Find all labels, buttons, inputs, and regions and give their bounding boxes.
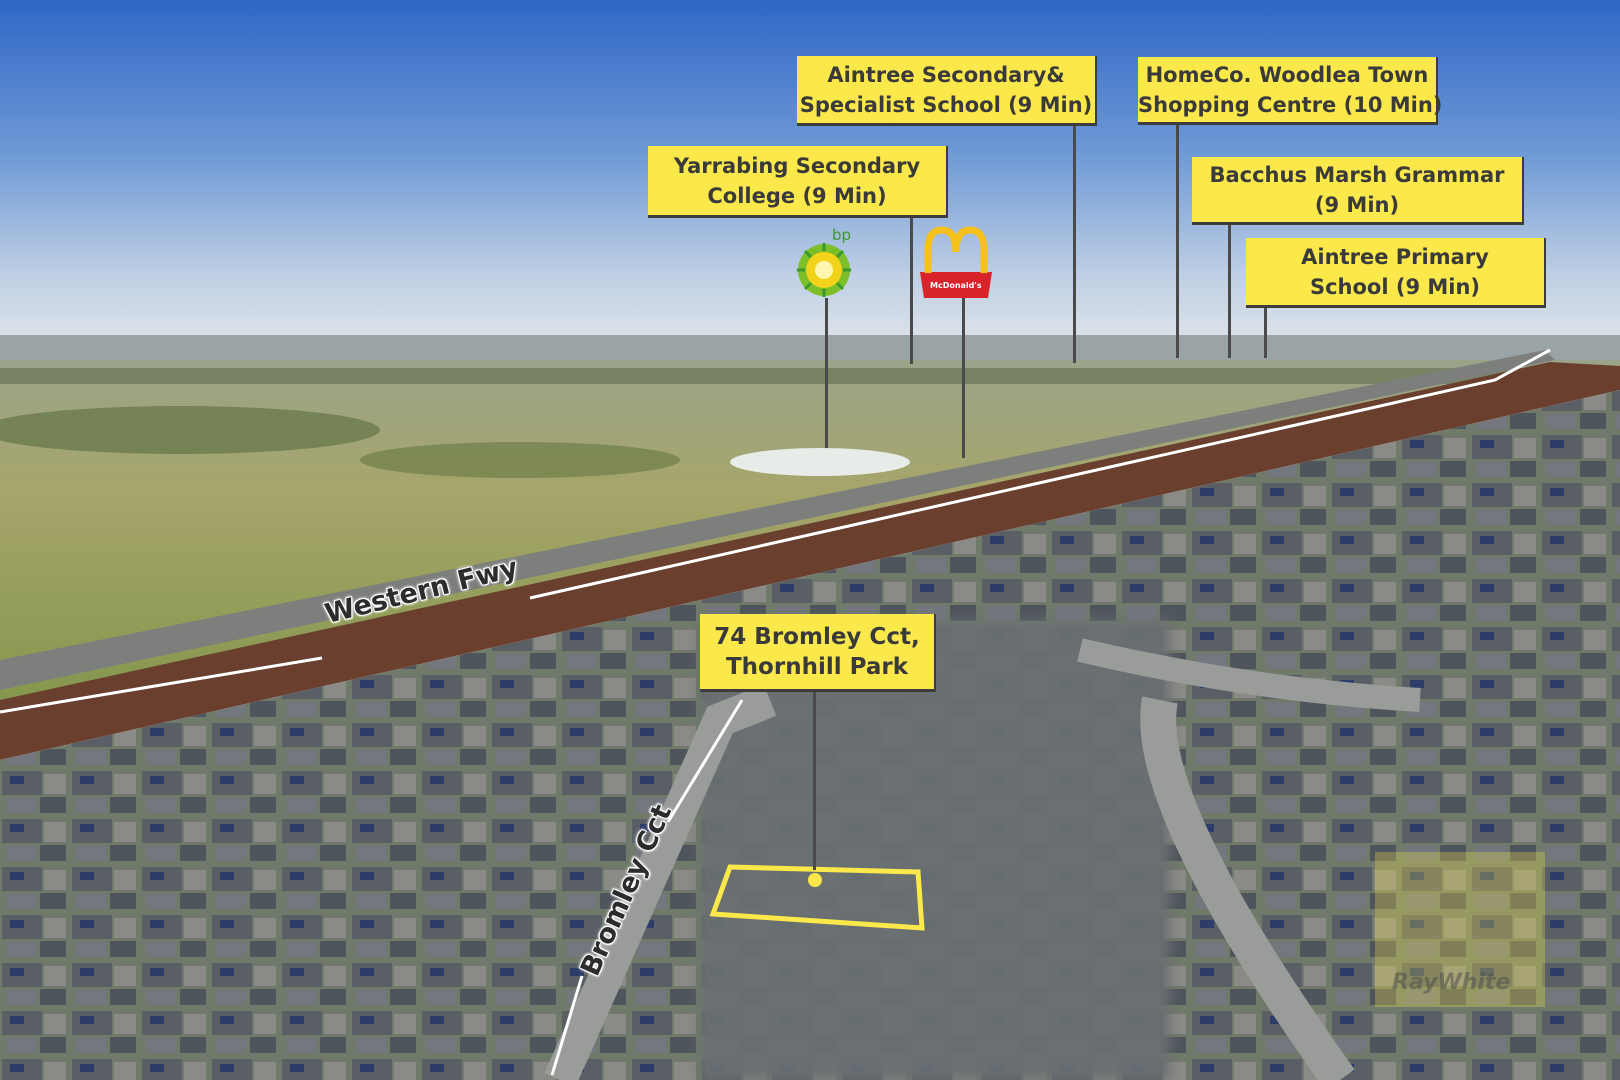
pin-aintree-primary bbox=[1264, 306, 1267, 358]
pin-bp bbox=[825, 298, 828, 448]
pin-homeco bbox=[1176, 125, 1179, 358]
callout-line: (9 Min) bbox=[1314, 192, 1400, 217]
callout-line: College (9 Min) bbox=[707, 183, 887, 208]
bp-logo-text: bp bbox=[832, 226, 852, 244]
mcdonalds-logo-text: McDonald's bbox=[930, 281, 982, 290]
callout-line: Bacchus Marsh Grammar bbox=[1209, 162, 1505, 187]
callout-line: HomeCo. Woodlea Town bbox=[1145, 62, 1429, 87]
pin-aintree-secondary bbox=[1073, 125, 1076, 363]
callout-line: School (9 Min) bbox=[1309, 274, 1481, 299]
callout-line: Aintree Secondary& bbox=[827, 62, 1065, 87]
property-marker bbox=[808, 873, 822, 887]
pin-yarrabing bbox=[910, 216, 913, 364]
callout-yarrabing: Yarrabing Secondary College (9 Min) bbox=[648, 146, 948, 218]
bp-logo bbox=[797, 243, 851, 297]
callout-line: Aintree Primary bbox=[1301, 244, 1489, 269]
callout-line: Shopping Centre (10 Min) bbox=[1138, 92, 1443, 117]
property-outline bbox=[709, 864, 925, 931]
raywhite-watermark-box bbox=[1375, 852, 1545, 1007]
mcdonalds-logo bbox=[920, 226, 992, 298]
callout-homeco: HomeCo. Woodlea Town Shopping Centre (10… bbox=[1138, 57, 1443, 125]
callout-property: 74 Bromley Cct, Thornhill Park bbox=[700, 614, 936, 692]
callout-aintree-primary: Aintree Primary School (9 Min) bbox=[1246, 238, 1546, 308]
pin-property bbox=[813, 690, 816, 870]
pin-mcdonalds bbox=[962, 298, 965, 458]
callout-line: Thornhill Park bbox=[725, 653, 908, 680]
callout-line: Specialist School (9 Min) bbox=[799, 92, 1093, 117]
pin-bacchus bbox=[1228, 225, 1231, 358]
raywhite-watermark: RayWhite bbox=[1392, 970, 1511, 995]
callout-bacchus: Bacchus Marsh Grammar (9 Min) bbox=[1192, 157, 1524, 225]
callout-aintree-secondary: Aintree Secondary& Specialist School (9 … bbox=[797, 56, 1097, 126]
callout-line: 74 Bromley Cct, bbox=[714, 623, 920, 650]
callout-line: Yarrabing Secondary bbox=[673, 153, 921, 178]
